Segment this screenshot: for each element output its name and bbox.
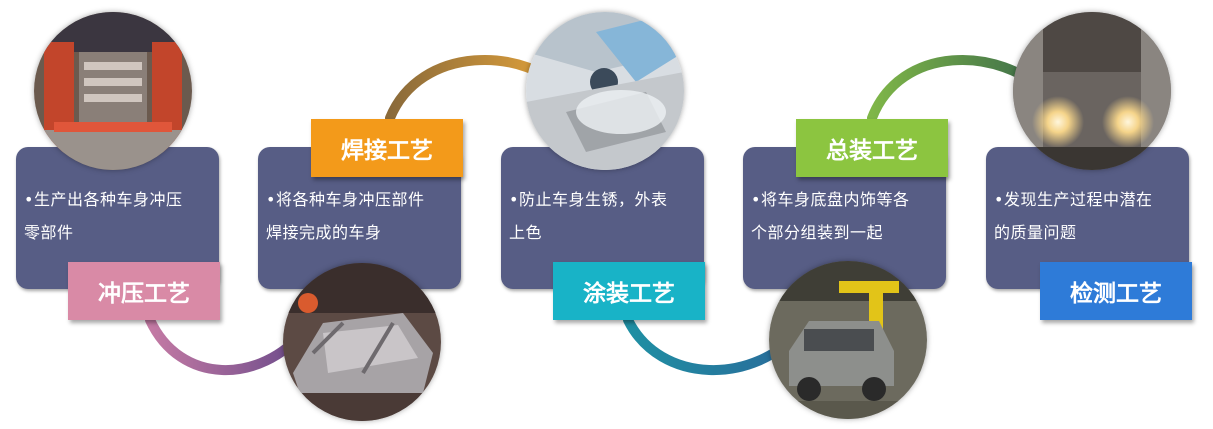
desc-painting: •防止车身生锈，外表 上色 xyxy=(509,183,697,249)
desc-inspection: •发现生产过程中潜在 的质量问题 xyxy=(994,183,1182,249)
tag-inspection: 检测工艺 xyxy=(1040,262,1192,320)
welding-photo xyxy=(283,263,441,421)
desc-assembly-line1: •将车身底盘内饰等各 xyxy=(751,190,910,209)
inspection-photo xyxy=(1013,12,1171,170)
desc-welding-line2: 焊接完成的车身 xyxy=(266,223,382,242)
desc-stamping: •生产出各种车身冲压 零部件 xyxy=(24,183,212,249)
desc-painting-line1: •防止车身生锈，外表 xyxy=(509,190,668,209)
desc-welding: •将各种车身冲压部件 焊接完成的车身 xyxy=(266,183,454,249)
tag-painting: 涂装工艺 xyxy=(553,262,705,320)
arc-stamping-to-welding xyxy=(145,315,310,376)
tag-assembly: 总装工艺 xyxy=(796,119,948,177)
desc-inspection-line1: •发现生产过程中潜在 xyxy=(994,190,1153,209)
tag-welding: 焊接工艺 xyxy=(311,119,463,177)
desc-painting-line2: 上色 xyxy=(509,223,543,242)
desc-stamping-line1: •生产出各种车身冲压 xyxy=(24,190,183,209)
desc-welding-line1: •将各种车身冲压部件 xyxy=(266,190,425,209)
painting-photo xyxy=(526,12,684,170)
desc-assembly: •将车身底盘内饰等各 个部分组装到一起 xyxy=(751,183,939,249)
desc-stamping-line2: 零部件 xyxy=(24,223,74,242)
desc-inspection-line2: 的质量问题 xyxy=(994,223,1077,242)
stamping-photo xyxy=(34,12,192,170)
tag-stamping: 冲压工艺 xyxy=(68,262,220,320)
assembly-photo xyxy=(769,261,927,419)
desc-assembly-line2: 个部分组装到一起 xyxy=(751,223,884,242)
